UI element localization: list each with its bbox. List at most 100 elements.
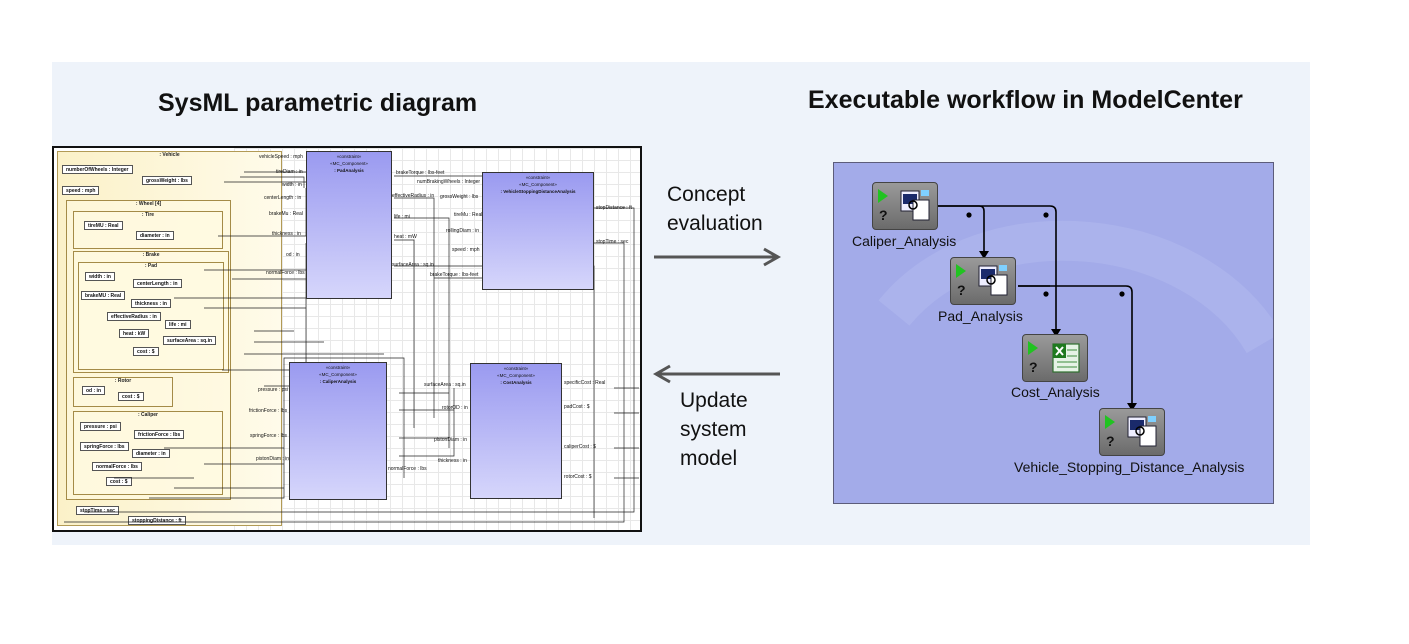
stereotype-label: «MC_Component» <box>497 373 535 378</box>
stereotype-label: «constraint» <box>336 154 362 159</box>
sysml-heading: SysML parametric diagram <box>158 89 478 117</box>
status-question-icon: ? <box>1106 433 1115 449</box>
vehicle-title: : Vehicle <box>159 152 180 158</box>
cost-analysis-node[interactable]: ? <box>1022 334 1088 382</box>
port-label: normalForce : lbs <box>388 466 427 472</box>
pad-analysis-node[interactable]: ? <box>950 257 1016 305</box>
port-label: vehicleSpeed : mph <box>259 154 303 160</box>
tire-block: : Tire tireMU : Real diameter : in <box>73 211 223 249</box>
vsd-analysis-block: «constraint» «MC_Component» : VehicleSto… <box>482 172 594 290</box>
port-label: pistonDiam : in <box>256 456 290 462</box>
run-icon <box>878 189 888 203</box>
run-icon <box>956 264 966 278</box>
port-label: tireMu : Real <box>454 212 483 218</box>
vehicle-block: : Vehicle numberOfWheels : Integer gross… <box>57 151 282 526</box>
modelcenter-workflow: ? Caliper_Analysis ? Pad_Analysis ? <box>833 162 1274 504</box>
pad-prop: heat : kW <box>119 329 150 338</box>
caliper-prop: diameter : in <box>132 449 170 458</box>
pad-title: : Pad <box>144 263 158 269</box>
workflow-links <box>878 205 1273 411</box>
model-line: model <box>680 447 738 470</box>
caliper-prop: frictionForce : lbs <box>134 430 185 439</box>
vehicle-prop: stoppingDistance : ft <box>128 516 186 525</box>
tire-title: : Tire <box>141 212 155 218</box>
caliper-prop: cost : $ <box>106 477 132 486</box>
port-label: grossWeight : lbs <box>440 194 479 200</box>
rotor-title: : Rotor <box>114 378 132 384</box>
tire-prop: diameter : in <box>136 231 174 240</box>
stereotype-label: «constraint» <box>525 175 551 180</box>
tire-prop: tireMU : Real <box>84 221 123 230</box>
pad-analysis-name: : PadAnalysis <box>334 168 364 173</box>
port-label: normalForce : lbs <box>266 270 305 276</box>
vehicle-prop: speed : mph <box>62 186 100 195</box>
rotor-block: : Rotor od : in cost : $ <box>73 377 173 407</box>
caliper-prop: springForce : lbs <box>80 442 129 451</box>
port-label: width : in <box>282 182 302 188</box>
vehicle-prop: grossWeight : lbs <box>142 176 192 185</box>
port-label: od : in <box>286 252 300 258</box>
port-label: frictionForce : lbs <box>249 408 288 414</box>
run-icon <box>1028 341 1038 355</box>
brake-block: : Brake : Pad width : in centerLength : … <box>73 251 229 373</box>
evaluation-line: evaluation <box>667 212 763 235</box>
port-label: pistonDiam : in <box>434 437 468 443</box>
port-label: tireDiam : in <box>276 169 303 175</box>
port-label: thickness : in <box>272 231 301 237</box>
forward-arrow <box>654 247 782 267</box>
wheel-block: : Wheel [4] : Tire tireMU : Real diamete… <box>66 200 231 500</box>
port-label: springForce : lbs <box>250 433 287 439</box>
vehicle-prop: numberOfWheels : Integer <box>62 165 133 174</box>
analysis-document-icon <box>1127 416 1157 447</box>
brake-title: : Brake <box>142 252 160 258</box>
caliper-analysis-block: «constraint» «MC_Component» : CaliperAna… <box>289 362 387 500</box>
port-label: caliperCost : $ <box>564 444 596 450</box>
status-question-icon: ? <box>1029 359 1038 375</box>
cost-analysis-block: «constraint» «MC_Component» : CostAnalys… <box>470 363 562 499</box>
pad-block: : Pad width : in centerLength : in brake… <box>78 262 224 370</box>
stereotype-label: «MC_Component» <box>330 161 368 166</box>
pad-analysis-label: Pad_Analysis <box>938 308 1023 324</box>
port-label: speed : mph <box>452 247 480 253</box>
port-label: padCost : $ <box>564 404 590 410</box>
port-label: specificCost : Real <box>564 380 606 386</box>
port-label: numBrakingWheels : Integer <box>417 179 481 185</box>
stereotype-label: «MC_Component» <box>519 182 557 187</box>
concept-evaluation-label: Concept evaluation <box>667 180 763 238</box>
pad-prop: width : in <box>85 272 115 281</box>
pad-prop: cost : $ <box>133 347 159 356</box>
run-icon <box>1105 415 1115 429</box>
update-system-model-label: Update system model <box>680 386 748 473</box>
caliper-prop: normalForce : lbs <box>92 462 142 471</box>
caliper-analysis-name: : CaliperAnalysis <box>319 379 357 384</box>
concept-line: Concept <box>667 183 746 206</box>
parametric-diagram: : Vehicle numberOfWheels : Integer gross… <box>52 146 642 532</box>
pad-prop: thickness : in <box>131 299 171 308</box>
caliper-analysis-node[interactable]: ? <box>872 182 938 230</box>
port-label: rotorOD : in <box>442 405 468 411</box>
port-label: centerLength : in <box>264 195 302 201</box>
system-line: system <box>680 418 747 441</box>
port-label: rotorCost : $ <box>564 474 592 480</box>
vehicle-stopping-distance-label: Vehicle_Stopping_Distance_Analysis <box>1014 459 1245 475</box>
cost-analysis-name: : CostAnalysis <box>500 380 532 385</box>
rotor-prop: od : in <box>82 386 105 395</box>
port-label: pressure : psi <box>258 387 289 393</box>
port-label: rollingDiam : in <box>446 228 480 234</box>
vehicle-prop: stopTime : sec <box>76 506 119 515</box>
port-label: heat : mW <box>394 234 417 240</box>
pad-prop: brakeMU : Real <box>81 291 126 300</box>
vehicle-stopping-distance-node[interactable]: ? <box>1099 408 1165 456</box>
caliper-block: : Caliper pressure : psi frictionForce :… <box>73 411 223 495</box>
update-line: Update <box>680 389 748 412</box>
rotor-prop: cost : $ <box>118 392 144 401</box>
port-label: stopTime : sec <box>596 239 629 245</box>
cost-analysis-label: Cost_Analysis <box>1011 384 1100 400</box>
port-label: life : mi <box>394 214 410 220</box>
modelcenter-heading: Executable workflow in ModelCenter <box>808 86 1243 114</box>
pad-prop: centerLength : in <box>133 279 182 288</box>
port-label: surfaceArea : sq.in <box>424 382 466 388</box>
analysis-document-icon <box>900 190 930 221</box>
status-question-icon: ? <box>957 282 966 298</box>
port-label: brakeTorque : lbs-feet <box>396 170 445 176</box>
